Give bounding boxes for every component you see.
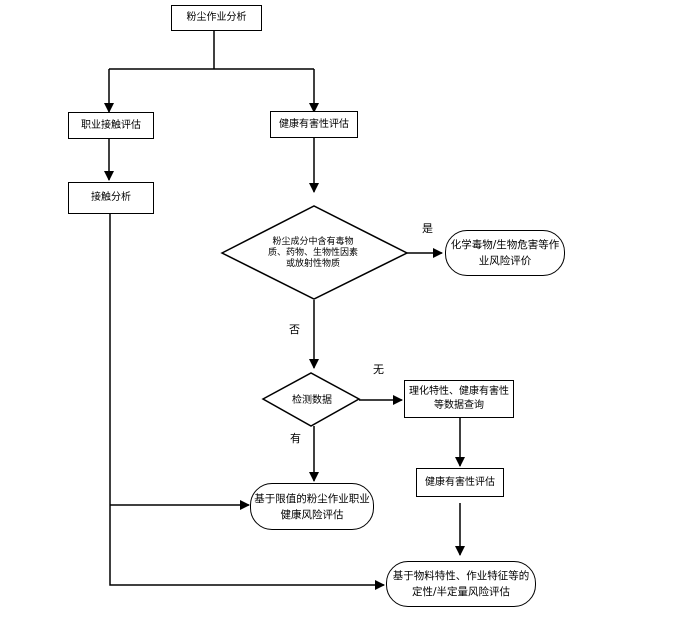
label-none: 无 (373, 363, 384, 376)
node-occupational-exposure: 职业接触评估 (68, 112, 154, 139)
node-chem-bio-eval: 化学毒物/生物危害等作业风险评价 (445, 230, 565, 276)
label-no: 否 (289, 323, 300, 336)
node-material-based-eval: 基于物料特性、作业特征等的定性/半定量风险评估 (386, 561, 536, 607)
node-health-hazard-top: 健康有害性评估 (270, 111, 358, 138)
node-physchem-query: 理化特性、健康有害性等数据查询 (404, 380, 514, 418)
decision-detection-text: 检测数据 (292, 394, 332, 406)
node-exposure-analysis: 接触分析 (68, 182, 154, 214)
arrow-to-material-eval (109, 213, 385, 590)
decision-diamond-detection (261, 372, 361, 427)
label-have: 有 (290, 432, 301, 445)
node-dust-analysis: 粉尘作业分析 (171, 5, 262, 31)
node-limit-based-eval: 基于限值的粉尘作业职业健康风险评估 (250, 483, 374, 530)
decision-components-text: 粉尘成分中含有毒物质、药物、生物性因素或放射性物质 (267, 236, 358, 269)
decision-diamond-components (220, 205, 409, 300)
label-yes: 是 (422, 222, 433, 235)
node-health-hazard-mid: 健康有害性评估 (416, 468, 504, 497)
